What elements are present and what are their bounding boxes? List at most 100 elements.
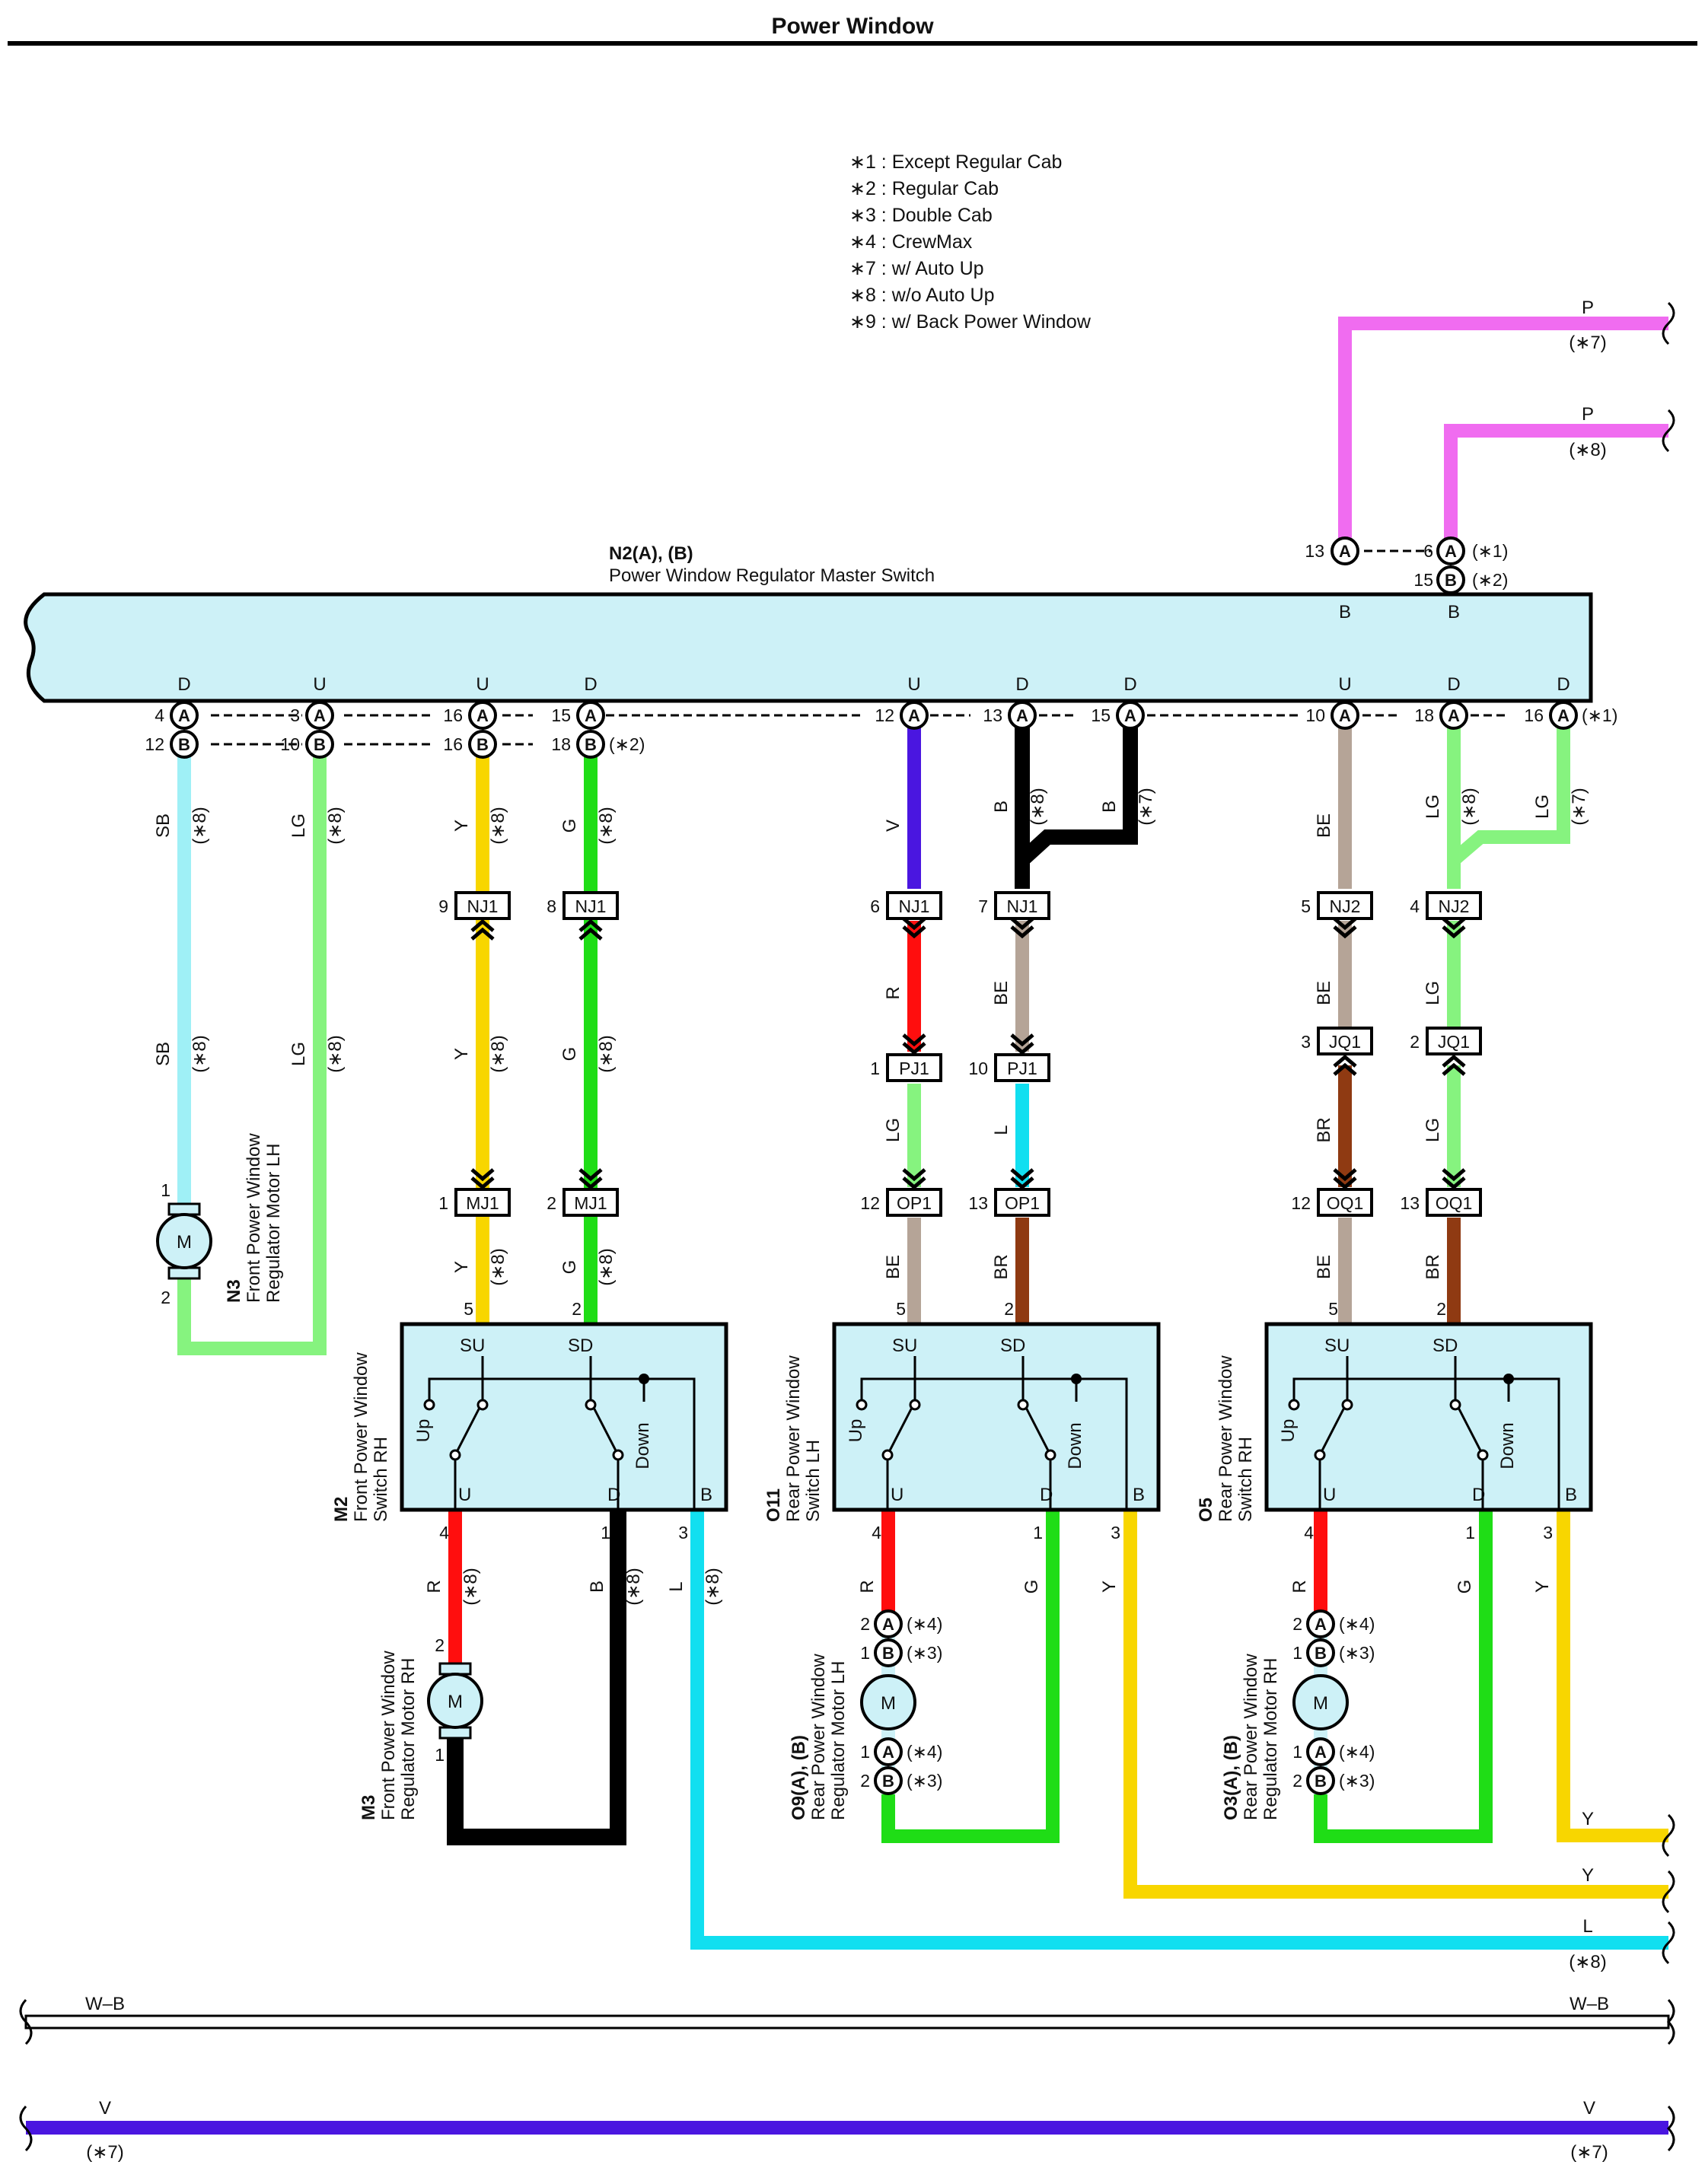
motor_o3-code: O3(A), (B)	[1221, 1735, 1241, 1820]
motor_o9-pin-3: 2	[860, 1771, 870, 1791]
bottom-label-9: D	[1557, 674, 1570, 695]
joint-9-pin: 2	[1410, 1032, 1420, 1052]
motor_o3-pin-3: 2	[1292, 1771, 1302, 1791]
switch-0-line1: Front Power Window	[351, 1352, 371, 1522]
wire-lg-branch	[1449, 726, 1570, 865]
term-bottom-b-2: B	[468, 730, 497, 759]
switch-0-psu: 5	[464, 1299, 473, 1319]
wire-label-r1: R	[883, 986, 903, 999]
switch-2-up: Up	[1278, 1419, 1299, 1443]
joint-12-pin: 12	[860, 1193, 880, 1213]
motor_o9-note-1: (∗3)	[907, 1643, 942, 1663]
n3-line1: Front Power Window	[244, 1133, 264, 1303]
motor_o3-symbol	[1292, 1674, 1349, 1730]
wire-label-lg2: LG	[1423, 794, 1443, 819]
wire-end-breaks	[1662, 301, 1675, 1965]
pin-a-8: 18	[1414, 705, 1434, 725]
wire-lg-n3	[177, 756, 327, 1355]
wire-label-l2: L	[666, 1581, 687, 1591]
joint-3-chevron-1	[1010, 925, 1034, 939]
joint-7-name: PJ1	[1007, 1059, 1037, 1078]
joint-9-name: JQ1	[1438, 1032, 1470, 1052]
rear-motors: A2(∗4)B1(∗3)A1(∗4)B2(∗3)MO9(A), (B)Rear …	[789, 1609, 1375, 1820]
joint-1-chevron-1	[578, 927, 603, 941]
wire-label-lg1: LG	[288, 813, 309, 838]
joint-5-chevron-0	[1442, 917, 1466, 931]
wire-label-lg3: LG	[1532, 794, 1553, 819]
joint-6-chevron-1	[902, 1042, 926, 1055]
n3-motor-symbol	[156, 1213, 212, 1269]
switch-0-su: SU	[460, 1336, 485, 1356]
wire-label-r4: R	[1289, 1580, 1310, 1593]
motor_o3-pin-0: 2	[1292, 1614, 1302, 1634]
wire-label-lg6: LG	[883, 1118, 903, 1142]
joint-4-pin: 5	[1301, 896, 1311, 916]
pin-13: 13	[1305, 541, 1324, 561]
joint-11-chevron-0	[578, 1168, 603, 1182]
bottom-label-0: D	[177, 674, 190, 695]
wire-g-o3	[1314, 1508, 1493, 1843]
wire-label-be2: BE	[991, 981, 1012, 1005]
joint-1-chevron-0	[578, 918, 603, 932]
switch-1-contact-4	[1044, 1449, 1056, 1461]
term-bottom-a-6: A	[1116, 701, 1145, 730]
term-bottom-a-9: A	[1549, 701, 1578, 730]
term-bottom-a-9-letter: A	[1557, 706, 1570, 725]
joint-8-name: JQ1	[1329, 1032, 1361, 1052]
switch-1-psd: 2	[1004, 1299, 1014, 1319]
switch-2-line-0	[1292, 1377, 1560, 1508]
switch-2-junction	[1503, 1374, 1514, 1384]
joint-8-chevron-0	[1333, 1054, 1357, 1068]
joint-5-pin: 4	[1410, 896, 1420, 916]
joint-10-name: MJ1	[466, 1193, 499, 1213]
switch-1-u: U	[891, 1485, 903, 1505]
switch-1-b: B	[1133, 1485, 1145, 1505]
motor_o9-symbol	[860, 1674, 916, 1730]
bottom-pin-labels: 4 12 3 10 16 16 15 18 (∗2) 12 13 15 10 1…	[145, 705, 1617, 754]
switch-2-psd: 2	[1436, 1299, 1446, 1319]
term-bottom-a-5: A	[1008, 701, 1037, 730]
joint-15-chevron-0	[1442, 1168, 1466, 1182]
term-bottom-b-0-letter: B	[178, 735, 190, 754]
bottom-label-1: U	[313, 674, 326, 695]
term-top-6: A	[1436, 536, 1465, 565]
wire-label-be3: BE	[1314, 981, 1334, 1005]
pin-a-0: 4	[155, 705, 164, 725]
wire-label-lg1n: (∗8)	[325, 807, 346, 844]
bus-v-left: V	[99, 2098, 111, 2119]
switch-2-code: O5	[1196, 1498, 1216, 1522]
term-bottom-a-7: A	[1331, 701, 1359, 730]
wire-label-sb2n: (∗8)	[190, 1035, 210, 1072]
wire-label-g2n: (∗8)	[596, 1035, 617, 1072]
note-3: ∗3 : Double Cab	[849, 205, 993, 226]
motor_o9-code: O9(A), (B)	[789, 1735, 809, 1820]
wire-label-y1n: (∗8)	[488, 807, 508, 844]
switch-0-contact-2	[449, 1449, 461, 1461]
motor-n3: 1 2 M N3 Front Power Window Regulator Mo…	[156, 1133, 284, 1307]
switch-2-psu: 5	[1328, 1299, 1338, 1319]
wire-g-o9	[881, 1508, 1060, 1843]
pin-b-3: 18	[551, 734, 571, 754]
motor_o3-term-0	[1306, 1609, 1335, 1638]
bus-wb-left: W–B	[85, 1994, 125, 2014]
motor_o9-note-3: (∗3)	[907, 1771, 942, 1791]
switch-2-line2: Switch RH	[1235, 1437, 1256, 1522]
motor-o3: A2(∗4)B1(∗3)A1(∗4)B2(∗3)MO3(A), (B)Rear …	[1221, 1609, 1375, 1820]
m3-motor-symbol	[427, 1673, 483, 1729]
motor_o9-term-1-letter: B	[882, 1644, 894, 1663]
term-bottom-b-1-letter: B	[314, 735, 326, 754]
wire-label-be1: BE	[1314, 813, 1334, 838]
switch-1-down: Down	[1065, 1422, 1085, 1469]
motor_o9-line1: Rear Power Window	[808, 1654, 829, 1820]
wire-label-y3n: (∗8)	[488, 1248, 508, 1285]
switch-0-down: Down	[633, 1422, 653, 1469]
switch-2-pd: 1	[1465, 1523, 1475, 1542]
joint-13-pin: 13	[968, 1193, 988, 1213]
